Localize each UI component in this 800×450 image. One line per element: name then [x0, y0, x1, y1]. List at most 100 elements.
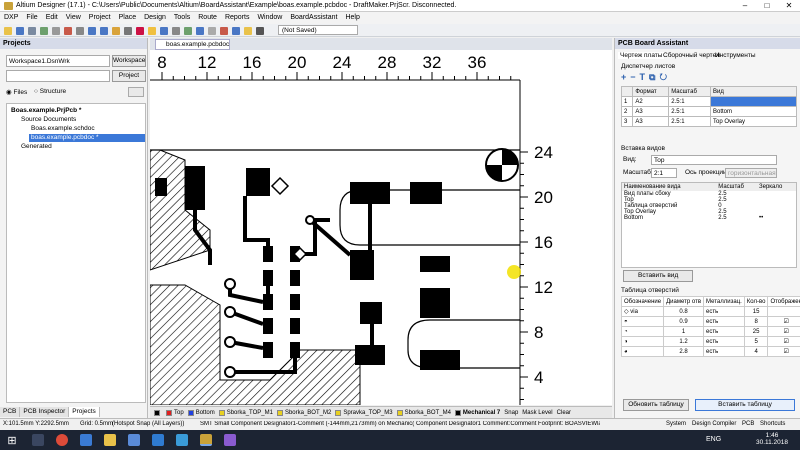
- mail-icon[interactable]: [152, 434, 164, 446]
- table-cell[interactable]: [710, 96, 797, 107]
- files-radio[interactable]: ◉ Files: [6, 89, 28, 96]
- layer-top[interactable]: Top: [174, 409, 184, 416]
- table-cell[interactable]: A3: [632, 116, 670, 127]
- filter-icon[interactable]: [160, 27, 168, 35]
- layer-sborka-top-m1[interactable]: Sborka_TOP_M1: [226, 409, 273, 416]
- project-select[interactable]: [6, 70, 110, 82]
- explorer-icon[interactable]: [104, 434, 116, 446]
- table-cell[interactable]: Top Overlay: [710, 116, 797, 127]
- table-cell[interactable]: A3: [632, 106, 670, 117]
- table-cell[interactable]: 2.5:1: [668, 106, 711, 117]
- table-row[interactable]: 3 A3 2.5:1 Top Overlay: [620, 116, 797, 127]
- altium-taskbar-icon[interactable]: [200, 434, 212, 446]
- route-icon[interactable]: [136, 27, 144, 35]
- table-row[interactable]: 1 A2 2.5:1: [620, 96, 797, 107]
- menu-dxp[interactable]: DXP: [4, 14, 19, 21]
- menu-route[interactable]: Route: [198, 14, 217, 21]
- text-icon[interactable]: T: [639, 72, 650, 82]
- display-checkbox[interactable]: ☑: [767, 346, 800, 357]
- tree-pcbdoc[interactable]: boas.example.pcbdoc *: [29, 134, 145, 142]
- browse-icon[interactable]: [112, 27, 120, 35]
- menu-tools[interactable]: Tools: [173, 14, 191, 21]
- menu-window[interactable]: Window: [257, 14, 283, 21]
- display-checkbox[interactable]: ☑: [767, 316, 800, 327]
- compile-icon[interactable]: [256, 27, 264, 35]
- select-icon[interactable]: [124, 27, 132, 35]
- clock[interactable]: 1:46 30.11.2018: [752, 432, 792, 446]
- menu-boardassistant[interactable]: BoardAssistant: [290, 14, 338, 21]
- layer-sborka-bot-m2[interactable]: Sborka_BOT_M2: [284, 409, 332, 416]
- panel-pcb[interactable]: PCB: [742, 421, 755, 427]
- update-table-button[interactable]: Обновить таблицу: [623, 399, 689, 411]
- display-checkbox[interactable]: [767, 306, 800, 317]
- app2-icon[interactable]: [224, 434, 236, 446]
- tab-tools[interactable]: Инструменты: [715, 52, 756, 59]
- view-select[interactable]: Top: [651, 155, 777, 165]
- print-icon[interactable]: [28, 27, 36, 35]
- tree-source-documents[interactable]: Source Documents: [21, 116, 77, 123]
- axis-select[interactable]: горизонтальная: [725, 168, 777, 178]
- view-configuration-select[interactable]: (Not Saved): [278, 25, 358, 35]
- menu-place[interactable]: Place: [118, 14, 137, 21]
- document-tab[interactable]: boas.example.pcbdoc *: [155, 39, 230, 58]
- menu-project[interactable]: Project: [88, 14, 111, 21]
- store-icon[interactable]: [128, 434, 140, 446]
- tab-pcb-inspector[interactable]: PCB Inspector: [20, 407, 70, 417]
- workspace-select[interactable]: Workspace1.DsnWrk: [6, 55, 110, 67]
- display-checkbox[interactable]: ☑: [767, 336, 800, 347]
- workspace-button[interactable]: Workspace: [112, 55, 146, 67]
- clear-button[interactable]: Clear: [556, 409, 571, 416]
- table-row[interactable]: 2 A3 2.5:1 Bottom: [620, 106, 797, 117]
- menu-view[interactable]: View: [65, 14, 81, 21]
- project-options-button[interactable]: [128, 87, 144, 97]
- panel-design-compiler[interactable]: Design Compiler: [692, 421, 737, 427]
- menu-edit[interactable]: Edit: [45, 14, 58, 21]
- highlight-icon[interactable]: [148, 27, 156, 35]
- remove-sheet-icon[interactable]: −: [630, 72, 640, 82]
- add-sheet-icon[interactable]: +: [621, 72, 631, 82]
- panel-shortcuts[interactable]: Shortcuts: [760, 421, 786, 427]
- layer-spravka-top-m3[interactable]: Spravka_TOP_M3: [343, 409, 393, 416]
- layer-sborka-bot-m4[interactable]: Sborka_BOT_M4: [404, 409, 451, 416]
- minimize-button[interactable]: –: [742, 1, 748, 10]
- edge-icon[interactable]: [80, 434, 92, 446]
- tree-generated[interactable]: Generated: [21, 143, 52, 150]
- maximize-button[interactable]: □: [764, 1, 770, 10]
- tab-pcb[interactable]: PCB: [0, 407, 21, 417]
- menu-help[interactable]: Help: [345, 14, 360, 21]
- panel-system[interactable]: System: [666, 421, 687, 427]
- chrome-icon[interactable]: [56, 434, 68, 446]
- align-icon[interactable]: [196, 27, 204, 35]
- table-cell[interactable]: A2: [632, 96, 670, 107]
- undo-icon[interactable]: [88, 27, 96, 35]
- copy-sheet-icon[interactable]: ⧉: [649, 72, 660, 82]
- table-cell[interactable]: 2.5:1: [668, 96, 711, 107]
- snap-button[interactable]: Snap: [504, 409, 519, 416]
- structure-radio[interactable]: ○ Structure: [34, 88, 67, 95]
- grid-icon[interactable]: [172, 27, 180, 35]
- menu-reports[interactable]: Reports: [224, 14, 250, 21]
- start-icon[interactable]: ⊞: [6, 434, 18, 447]
- measure-icon[interactable]: [208, 27, 216, 35]
- tree-schdoc[interactable]: Boas.example.schdoc: [31, 125, 95, 132]
- table-cell[interactable]: 2.5:1: [668, 116, 711, 127]
- tab-board-drawing[interactable]: Чертеж платы: [618, 52, 665, 59]
- project-button[interactable]: Project: [112, 70, 146, 82]
- copy-icon[interactable]: [64, 27, 72, 35]
- layer-mechanical-7[interactable]: Mechanical 7: [462, 409, 501, 416]
- tab-projects[interactable]: Projects: [69, 407, 100, 417]
- component-icon[interactable]: [232, 27, 240, 35]
- mask-level-button[interactable]: Mask Level: [522, 409, 553, 416]
- table-cell[interactable]: Bottom: [710, 106, 797, 117]
- cut-icon[interactable]: [52, 27, 60, 35]
